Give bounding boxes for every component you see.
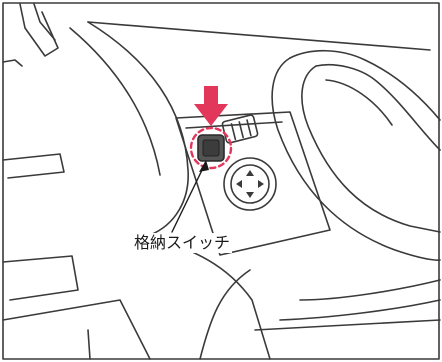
left-door-panel: [2, 3, 151, 360]
leader-arrow: [171, 160, 209, 233]
mirror-adjust-knob: [223, 157, 277, 211]
door-handle-recess: [271, 49, 441, 261]
window-switch: [221, 114, 259, 144]
fold-switch: [189, 126, 233, 170]
press-arrow-icon: [194, 86, 228, 126]
fold-switch-label: 格納スイッチ: [132, 233, 233, 253]
switch-panel: [175, 111, 331, 256]
highlight-ring: [189, 126, 233, 170]
lower-trim: [254, 279, 441, 331]
